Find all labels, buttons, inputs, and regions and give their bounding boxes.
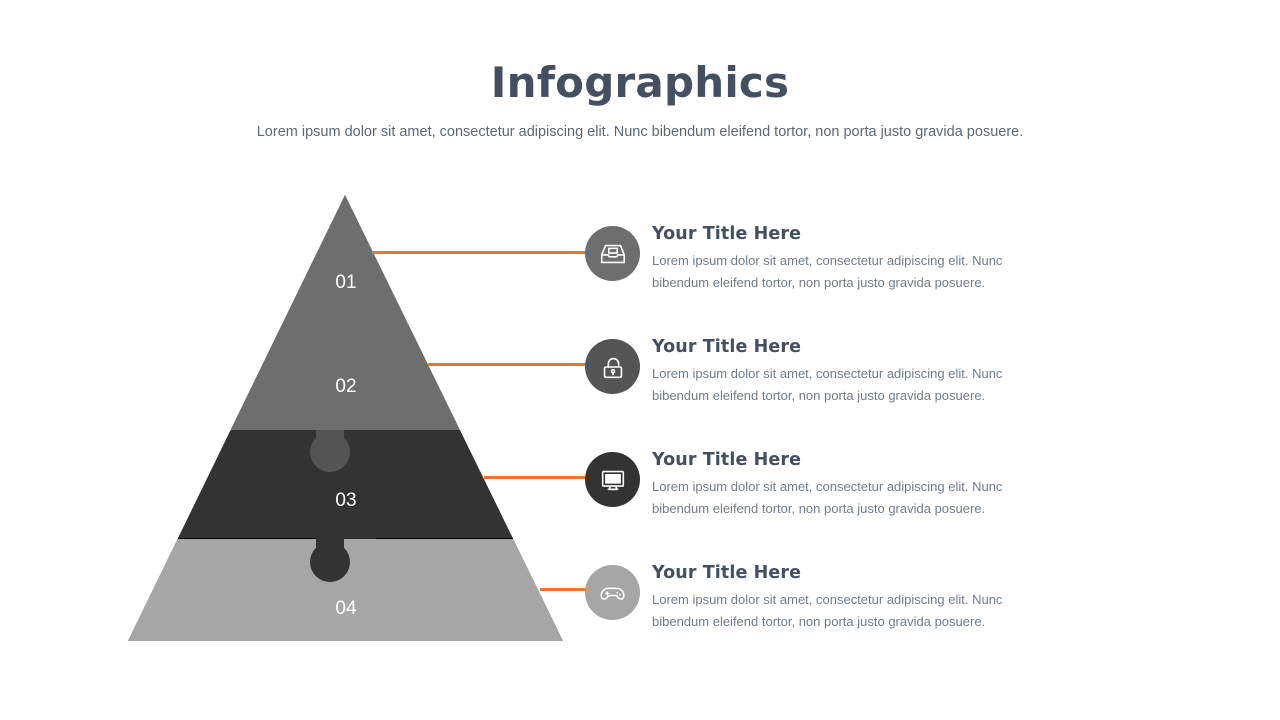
- info-item-03-description: Lorem ipsum dolor sit amet, consectetur …: [652, 479, 1003, 517]
- pyramid-diagram: 01 02 03 04: [120, 190, 580, 650]
- unlocked-padlock-icon[interactable]: [585, 339, 640, 394]
- slide-header: Infographics Lorem ipsum dolor sit amet,…: [0, 62, 1280, 141]
- pyramid-number-04: 04: [335, 598, 357, 619]
- pyramid-levels: [120, 195, 580, 650]
- connector-line-04: [540, 588, 588, 591]
- page-subtitle: Lorem ipsum dolor sit amet, consectetur …: [256, 124, 1024, 140]
- pyramid-number-02: 02: [335, 376, 356, 397]
- info-item-02-text: Your Title Here Lorem ipsum dolor sit am…: [652, 337, 1057, 408]
- pyramid-level-04[interactable]: [120, 539, 580, 650]
- pyramid-level-03[interactable]: [120, 430, 580, 536]
- pyramid-tab-neck-01: [316, 314, 344, 340]
- pyramid-level-01-upper: [128, 195, 563, 321]
- info-item-03-title: Your Title Here: [652, 450, 802, 470]
- info-item-04-title: Your Title Here: [652, 563, 802, 583]
- info-item-02[interactable]: Your Title Here Lorem ipsum dolor sit am…: [585, 337, 1065, 408]
- info-item-02-description: Lorem ipsum dolor sit amet, consectetur …: [652, 366, 1003, 404]
- info-item-03-text: Your Title Here Lorem ipsum dolor sit am…: [652, 450, 1057, 521]
- page-title: Infographics: [490, 58, 790, 107]
- gamepad-icon[interactable]: [585, 565, 640, 620]
- pyramid-number-03: 03: [335, 490, 356, 511]
- info-item-04[interactable]: Your Title Here Lorem ipsum dolor sit am…: [585, 563, 1065, 634]
- info-item-01-title: Your Title Here: [652, 224, 802, 244]
- connector-line-03: [484, 476, 588, 479]
- inbox-tray-icon[interactable]: [585, 226, 640, 281]
- connector-line-02: [428, 363, 588, 366]
- info-item-01[interactable]: Your Title Here Lorem ipsum dolor sit am…: [585, 224, 1065, 295]
- info-item-04-text: Your Title Here Lorem ipsum dolor sit am…: [652, 563, 1057, 634]
- connector-line-01: [372, 251, 588, 254]
- desktop-monitor-icon[interactable]: [585, 452, 640, 507]
- pyramid-tab-neck-03: [316, 530, 344, 556]
- info-item-02-title: Your Title Here: [652, 337, 802, 357]
- pyramid-number-01: 01: [335, 272, 356, 293]
- info-item-04-description: Lorem ipsum dolor sit amet, consectetur …: [652, 592, 1003, 630]
- info-item-01-description: Lorem ipsum dolor sit amet, consectetur …: [652, 253, 1003, 291]
- info-item-01-text: Your Title Here Lorem ipsum dolor sit am…: [652, 224, 1057, 295]
- pyramid-svg: 01 02 03 04: [120, 195, 580, 650]
- info-item-03[interactable]: Your Title Here Lorem ipsum dolor sit am…: [585, 450, 1065, 521]
